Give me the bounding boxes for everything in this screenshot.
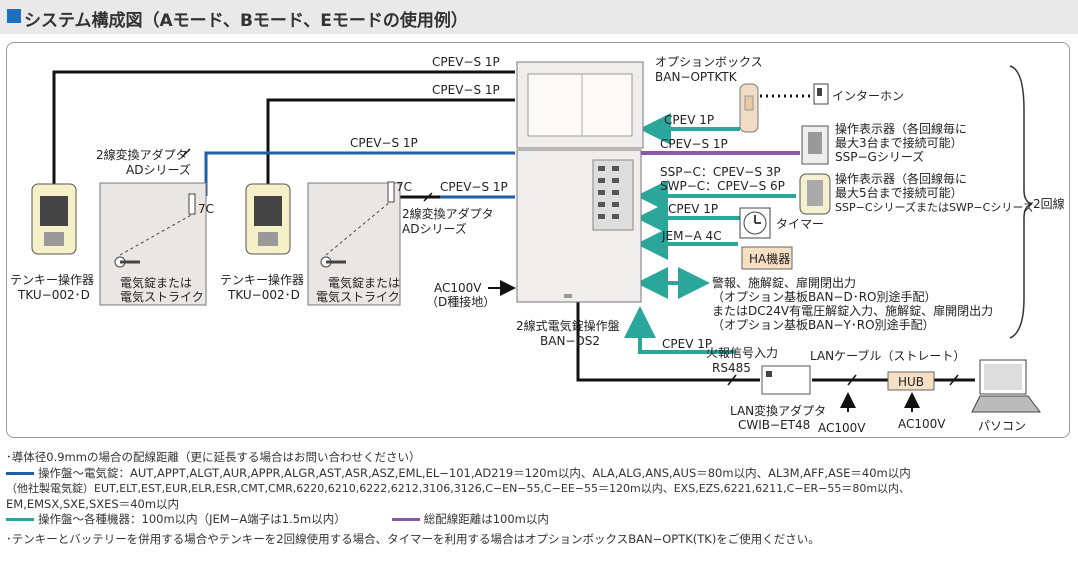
hub-box [887,371,935,391]
note-line5b-text: 総配線距離は100m以内 [423,512,549,527]
note-line5: 操作盤〜各種機器：100m以内（JEM−A端子は1.5m以内） 総配線距離は100… [6,512,1072,528]
lan-adapter-label-2: CWIB−ET48 [738,418,810,432]
title-square-icon [7,9,21,23]
cable-label-jem: JEM−A 4C [661,229,722,243]
seven-c-right: 7C [396,180,412,194]
ac-adapter-label: AC100V [818,421,866,435]
intercom-icon [813,83,829,105]
title-bar: システム構成図（Aモード、Bモード、Eモードの使用例） [0,0,1078,34]
lan-cable-label: LANケーブル（ストレート） [810,348,965,363]
cable-label-opt-purple: CPEV−S 1P [660,137,728,151]
page-title: システム構成図（Aモード、Bモード、Eモードの使用例） [24,11,468,31]
display-g-label-1: 操作表示器（各回線毎に [835,121,967,136]
adapter-left-label-1: 2線変換アダプタ [96,147,188,162]
ha-box [741,246,793,270]
option-box [516,61,644,149]
cable-label-right-in: CPEV−S 1P [440,180,508,194]
timer-label: タイマー [776,217,824,231]
lock-left-label-1: 電気錠または [120,275,192,290]
keypad-left-label-2: TKU−002･D [17,288,90,302]
cable-label-fire: CPEV 1P [662,337,712,351]
note-line2: 操作盤〜電気錠：AUT,APPT,ALGT,AUR,APPR,ALGR,AST,… [6,466,1072,482]
cable-label-swp-c: SWP−C：CPEV−S 6P [660,179,785,193]
adapter-right-label-2: ADシリーズ [402,221,467,236]
lan-adapter-icon [761,365,811,395]
keypad-right-icon [245,183,291,255]
intercom-label: インターホン [832,89,904,103]
cable-label-timer: CPEV 1P [668,202,718,216]
option-box-label-1: オプションボックス [655,55,763,69]
keypad-right-label-2: TKU−002･D [227,288,300,302]
notes: ･導体径0.9mmの場合の配線距離（更に延長する場合はお問い合わせください） 操… [6,450,1072,548]
display-g-label-2: 最大3台まで接続可能） [835,135,963,150]
main-panel [516,149,642,303]
note-line5a-text: 操作盤〜各種機器：100m以内（JEM−A端子は1.5m以内） [38,512,346,527]
adapter-right-label-1: 2線変換アダプタ [402,206,494,221]
alarm-label-1: 警報、施解錠、扉開閉出力 [712,275,856,290]
cable-label-blue-left: CPEV−S 1P [350,136,418,150]
lan-adapter-label-1: LAN変換アダプタ [730,403,826,418]
display-g-label-3: SSP−Gシリーズ [835,149,924,164]
note-line4: EM,EMSX,SXE,SXES＝40m以内 [6,496,180,511]
intercom-handset-icon [739,83,759,133]
main-panel-label-1: 2線式電気錠操作盤 [516,318,620,333]
cable-label-top2: CPEV−S 1P [432,83,500,97]
adapter-left-label-2: ADシリーズ [126,162,191,177]
ac-main-label-1: AC100V [434,281,482,295]
door-right [307,181,401,306]
keypad-left-icon [31,183,77,255]
note-line3: （他社製電気錠）EUT,ELT,EST,EUR,ELR,ESR,CMT,CMR,… [6,482,911,496]
keypad-left-label-1: テンキー操作器 [10,272,94,287]
note-line1: ･導体径0.9mmの場合の配線距離（更に延長する場合はお問い合わせください） [6,450,421,464]
display-c-label-3: SSP−CシリーズまたはSWP−Cシリーズ [835,200,1034,214]
teal-swatch-icon [6,518,34,522]
fire-signal-label: 火報信号入力 [706,346,778,360]
blue-cables [204,151,515,199]
cable-label-top1: CPEV−S 1P [432,55,500,69]
two-circuit-brace [1009,65,1033,339]
timer-clock-icon [739,207,771,239]
cable-label-opt-teal: CPEV 1P [664,113,714,127]
ac-main-label-2: （D種接地） [426,294,495,309]
keypad-right-label-1: テンキー操作器 [220,272,304,287]
main-panel-label-2: BAN−DS2 [540,334,600,348]
note-line2-text: 操作盤〜電気錠：AUT,APPT,ALGT,AUR,APPR,ALGR,AST,… [38,465,911,480]
rs485-label: RS485 [712,361,751,375]
pc-label: パソコン [978,419,1026,433]
alarm-label-2: （オプション基板BAN−D･RO別途手配） [712,289,937,304]
option-box-label-2: BAN−OPTKTK [655,70,738,84]
seven-c-left: 7C [198,202,214,216]
blue-swatch-icon [6,471,34,475]
purple-swatch-icon [391,518,420,522]
two-circuits-label: 2回線 [1033,196,1065,211]
cable-label-ssp-c: SSP−C：CPEV−S 3P [660,165,781,179]
alarm-label-3: またはDC24V有電圧解錠入力、施解錠、扉開閉出力 [712,303,993,318]
note-line6: ･テンキーとバッテリーを併用する場合やテンキーを2回線使用する場合、タイマーを利… [6,531,820,546]
alarm-label-4: （オプション基板BAN−Y･RO別途手配） [712,317,935,332]
ha-label: HA機器 [749,251,790,266]
lock-left-label-2: 電気ストライク [120,289,204,304]
lock-right-label-1: 電気錠または [328,275,400,290]
ac-hub-label: AC100V [898,417,946,431]
display-c-label-2: 最大5台まで接続可能） [835,185,963,200]
pc-icon [971,359,1041,413]
hub-label: HUB [898,375,924,389]
display-c-label-1: 操作表示器（各回線毎に [835,171,967,186]
door-left [99,182,207,306]
display-c-icon [799,173,831,215]
lan-tick-marks [181,148,959,386]
display-g-icon [801,125,829,165]
teal-cables [624,113,796,354]
lock-right-label-2: 電気ストライク [316,289,400,304]
